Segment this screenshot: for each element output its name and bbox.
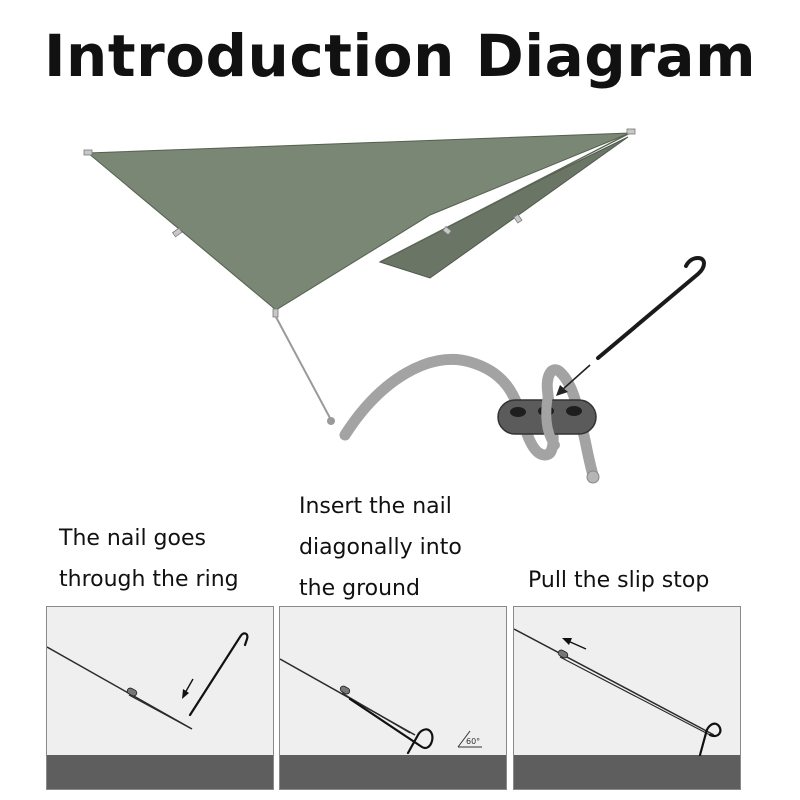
- step-1-caption: The nail goes through the ring: [59, 518, 239, 600]
- direction-arrow: [184, 678, 194, 694]
- side-ring: [172, 227, 183, 238]
- angle-label: 60°: [466, 737, 480, 746]
- stake-nail: [596, 255, 706, 360]
- arrow-head-icon: [562, 638, 572, 645]
- rope-end: [586, 470, 600, 484]
- direction-arrow: [567, 640, 587, 650]
- guy-line: [514, 628, 715, 736]
- side-ring: [442, 225, 452, 236]
- guy-line: [275, 316, 331, 419]
- tarp-main-panel: [86, 132, 631, 311]
- corner-ring: [626, 128, 636, 135]
- caption-line: the ground: [299, 576, 420, 601]
- tarp-seam: [379, 132, 631, 263]
- page-title: Introduction Diagram: [43, 22, 757, 90]
- ground: [280, 755, 506, 789]
- caption-line: The nail goes: [59, 526, 206, 551]
- corner-ring: [272, 308, 279, 318]
- direction-arrow: [561, 364, 591, 391]
- slip-stopper: [126, 687, 138, 697]
- ground: [514, 755, 740, 789]
- slip-stopper: [557, 649, 569, 659]
- step-2-caption: Insert the nail diagonally into the grou…: [299, 486, 462, 609]
- tarp-illustration: [83, 128, 706, 484]
- step-3-panel: [513, 606, 741, 790]
- ground: [47, 755, 273, 789]
- side-ring: [513, 213, 523, 224]
- guy-line-lower: [341, 692, 411, 734]
- step-3-caption: Pull the slip stop: [528, 560, 709, 601]
- stake-nail: [698, 722, 722, 757]
- rope-front: [541, 390, 560, 450]
- stake-nail: [188, 632, 249, 717]
- step-2-panel: 60°: [279, 606, 507, 790]
- caption-line: through the ring: [59, 567, 239, 592]
- guy-line-end: [327, 417, 335, 425]
- corner-ring: [83, 149, 93, 156]
- arrow-head-icon: [182, 689, 189, 699]
- guy-line-lower: [128, 694, 191, 729]
- caption-line: diagonally into: [299, 535, 462, 560]
- step-1-panel: [46, 606, 274, 790]
- caption-line: Insert the nail: [299, 494, 452, 519]
- arrow-head-icon: [556, 385, 568, 396]
- stake-nail: [348, 697, 434, 755]
- slip-stopper: [339, 685, 351, 695]
- angle-indicator: 60°: [457, 730, 482, 748]
- guy-line-lower: [559, 656, 711, 736]
- caption-line: Pull the slip stop: [528, 568, 710, 593]
